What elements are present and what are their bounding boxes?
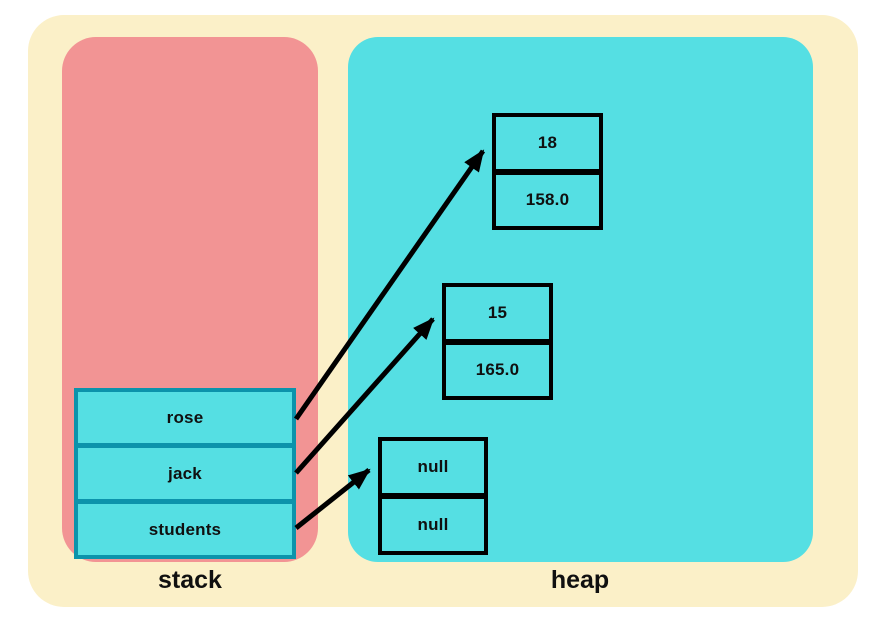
heap-object-15-field-2-value: 165.0 bbox=[475, 360, 520, 380]
heap-object-15-field-2: 165.0 bbox=[446, 338, 549, 397]
heap-object-18-field-2: 158.0 bbox=[496, 168, 599, 227]
heap-object-18: 18 158.0 bbox=[492, 113, 603, 230]
stack-variable-students: students bbox=[78, 499, 292, 555]
stack-variable-students-label: students bbox=[148, 519, 222, 539]
heap-object-null-field-1-value: null bbox=[417, 457, 449, 476]
stack-variable-jack-label: jack bbox=[168, 463, 202, 483]
heap-object-18-field-2-value: 158.0 bbox=[525, 190, 570, 210]
heap-object-null-field-2-value: null bbox=[417, 515, 449, 534]
stack-variable-jack: jack bbox=[78, 443, 292, 499]
stack-region-label: stack bbox=[158, 566, 222, 594]
heap-object-null: null null bbox=[378, 437, 488, 555]
heap-region-label: heap bbox=[550, 566, 610, 594]
stack-variable-rose: rose bbox=[78, 392, 292, 443]
heap-object-15-field-1-value: 15 bbox=[487, 302, 508, 322]
heap-object-null-field-1: null bbox=[382, 441, 484, 493]
stack-variables-box: rose jack students bbox=[74, 388, 296, 559]
heap-object-null-field-2: null bbox=[382, 493, 484, 551]
heap-object-15: 15 165.0 bbox=[442, 283, 553, 400]
heap-object-18-field-1: 18 bbox=[496, 117, 599, 169]
stack-variable-rose-label: rose bbox=[166, 407, 204, 427]
heap-object-18-field-1-value: 18 bbox=[537, 132, 558, 152]
heap-object-15-field-1: 15 bbox=[446, 287, 549, 339]
